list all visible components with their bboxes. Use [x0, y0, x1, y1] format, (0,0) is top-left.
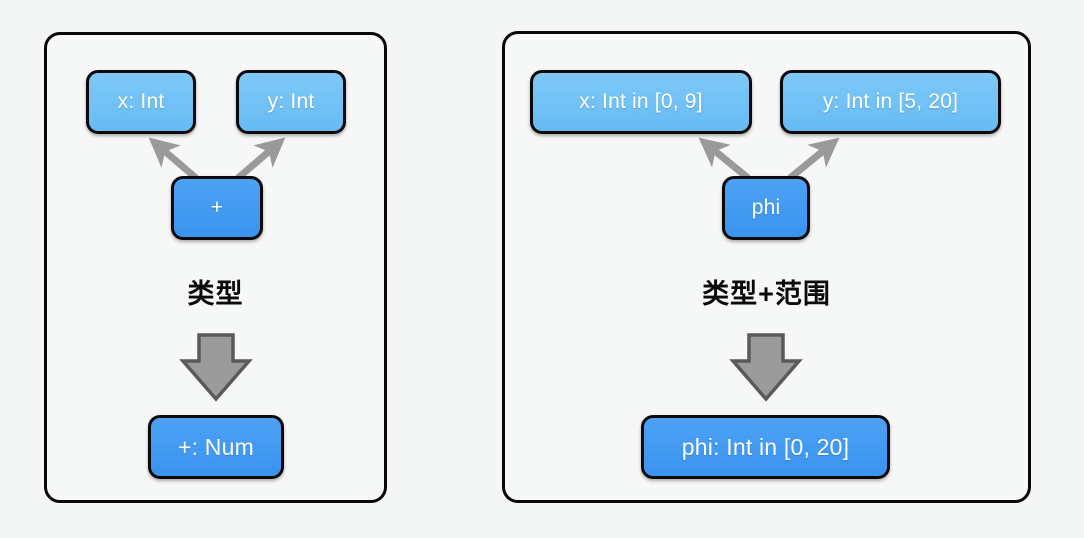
- caption-type: 类型: [187, 279, 244, 309]
- node-right-operand-type[interactable]: y: Int: [236, 70, 346, 134]
- node-result-type[interactable]: +: Num: [148, 415, 284, 479]
- caption-type-range: 类型+范围: [702, 279, 831, 309]
- node-right-operand-type-range[interactable]: y: Int in [5, 20]: [780, 70, 1001, 134]
- node-left-operand-type[interactable]: x: Int: [86, 70, 196, 134]
- node-left-operand-type-range[interactable]: x: Int in [0, 9]: [530, 70, 752, 134]
- node-operator-type[interactable]: +: [171, 176, 263, 240]
- node-operator-type-range[interactable]: phi: [722, 176, 810, 240]
- node-result-type-range[interactable]: phi: Int in [0, 20]: [641, 415, 890, 479]
